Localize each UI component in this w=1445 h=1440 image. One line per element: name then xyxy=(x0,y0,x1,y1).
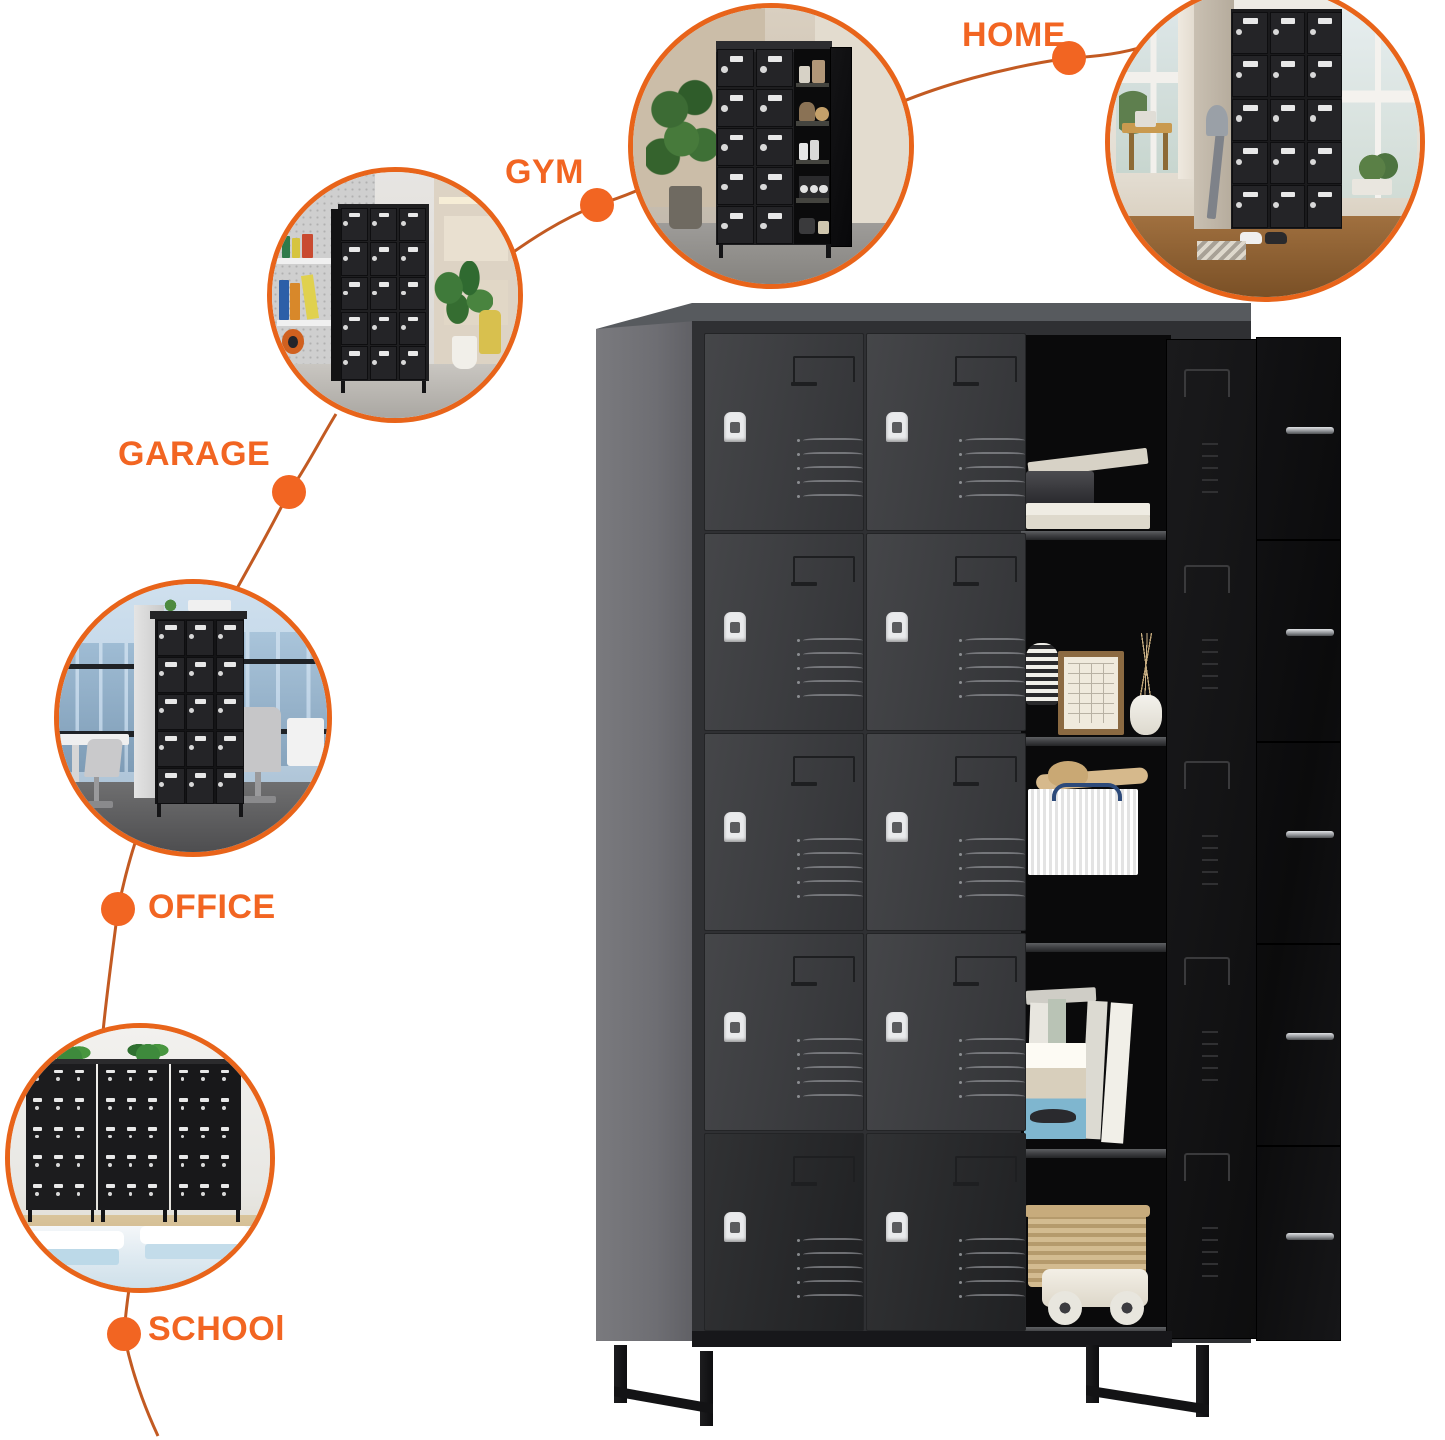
open-door-inner-vents-1 xyxy=(1202,443,1218,503)
shelf-item-box-handle xyxy=(1052,783,1122,801)
door-handle-recess xyxy=(955,356,1017,382)
open-door-inner-handle-2 xyxy=(1184,565,1230,593)
shelf-item-toy-car-wheel-left xyxy=(1048,1291,1082,1325)
open-door-inner-vents-4 xyxy=(1202,1031,1218,1091)
shelf-3 xyxy=(1021,943,1171,952)
cabinet-left-side xyxy=(596,321,696,1341)
door-lock-latch[interactable] xyxy=(724,1012,746,1042)
callout-label-school: SCHOOl xyxy=(148,1310,286,1348)
open-door-inner-handle-4 xyxy=(1184,957,1230,985)
cabinet-leg-back-right xyxy=(1196,1345,1209,1417)
door-lock-latch[interactable] xyxy=(886,612,908,642)
door-lock-latch[interactable] xyxy=(724,812,746,842)
door-handle-lip xyxy=(791,982,817,986)
open-door-inner-handle-1 xyxy=(1184,369,1230,397)
door-handle-recess xyxy=(793,556,855,582)
shelf-item-basket-rim xyxy=(1024,1205,1150,1217)
door-handle-lip xyxy=(953,1182,979,1186)
locker-door-r1c1[interactable] xyxy=(704,333,864,531)
cabinet-base-rail xyxy=(692,1331,1172,1347)
locker-door-r2c2[interactable] xyxy=(866,533,1026,731)
locker-door-r3c2[interactable] xyxy=(866,733,1026,931)
door-handle-lip xyxy=(791,382,817,386)
locker-door-r5c2[interactable] xyxy=(866,1133,1026,1331)
open-door-inner-vents-2 xyxy=(1202,639,1218,699)
door-handle-recess xyxy=(955,1156,1017,1182)
shelf-item-gondola xyxy=(1030,1109,1076,1123)
door-handle-lip xyxy=(953,582,979,586)
shelf-2 xyxy=(1021,737,1171,746)
connector-node-office xyxy=(101,892,135,926)
locker-door-r4c2[interactable] xyxy=(866,933,1026,1131)
door-lock-latch[interactable] xyxy=(886,1012,908,1042)
shelf-item-diffuser-vase xyxy=(1130,695,1162,735)
connector-node-garage xyxy=(272,475,306,509)
open-door-latch-4[interactable] xyxy=(1286,1033,1334,1040)
locker-door-r5c1[interactable] xyxy=(704,1133,864,1331)
open-door-inner-vents-3 xyxy=(1202,835,1218,895)
door-handle-lip xyxy=(953,382,979,386)
callout-bubble-home xyxy=(1105,0,1425,302)
shelf-item-travel-magazine xyxy=(1024,1043,1086,1139)
shelf-item-striped-vase xyxy=(1026,643,1058,705)
shelf-item-white-box xyxy=(1028,789,1138,875)
connector-node-gym xyxy=(580,188,614,222)
door-handle-lip xyxy=(953,782,979,786)
callout-label-garage: GARAGE xyxy=(118,435,271,473)
door-lock-latch[interactable] xyxy=(886,1212,908,1242)
door-lock-latch[interactable] xyxy=(724,1212,746,1242)
door-handle-lip xyxy=(791,582,817,586)
shelf-item-toy-plane-body xyxy=(1048,761,1088,787)
door-lock-latch[interactable] xyxy=(886,812,908,842)
door-handle-recess xyxy=(793,956,855,982)
locker-door-r3c1[interactable] xyxy=(704,733,864,931)
callout-bubble-school xyxy=(5,1023,275,1293)
door-handle-lip xyxy=(953,982,979,986)
locker-door-r1c2[interactable] xyxy=(866,333,1026,531)
door-handle-lip xyxy=(791,782,817,786)
locker-door-r4c1[interactable] xyxy=(704,933,864,1131)
product-locker-cabinet xyxy=(596,303,1341,1426)
callout-label-home: HOME xyxy=(962,16,1066,54)
locker-door-r2c1[interactable] xyxy=(704,533,864,731)
callout-bubble-garage xyxy=(267,167,523,423)
door-handle-recess xyxy=(793,356,855,382)
door-handle-recess xyxy=(955,556,1017,582)
shelf-item-diffuser-sticks xyxy=(1130,633,1164,697)
cabinet-leg-back-left xyxy=(700,1351,713,1426)
shelf-item-book-2 xyxy=(1026,503,1150,517)
connector-node-school xyxy=(107,1317,141,1351)
door-lock-latch[interactable] xyxy=(724,412,746,442)
open-door-latch-1[interactable] xyxy=(1286,427,1334,434)
shelf-4 xyxy=(1021,1149,1171,1158)
door-handle-recess xyxy=(793,756,855,782)
open-door-outer-face[interactable] xyxy=(1256,337,1341,1341)
open-door-inner-handle-3 xyxy=(1184,761,1230,789)
open-door-inner-vents-5 xyxy=(1202,1227,1218,1287)
shelf-item-frame-grid xyxy=(1068,663,1114,723)
door-handle-recess xyxy=(793,1156,855,1182)
open-door-latch-2[interactable] xyxy=(1286,629,1334,636)
door-handle-recess xyxy=(955,956,1017,982)
shelf-1 xyxy=(1021,531,1171,540)
door-lock-latch[interactable] xyxy=(886,412,908,442)
callout-label-office: OFFICE xyxy=(148,888,276,926)
callout-label-gym: GYM xyxy=(505,153,584,191)
door-lock-latch[interactable] xyxy=(724,612,746,642)
connector-node-home xyxy=(1052,41,1086,75)
callout-bubble-gym xyxy=(628,3,914,289)
shelf-item-box-top xyxy=(1026,471,1094,507)
shelf-item-toy-car-wheel-right xyxy=(1110,1291,1144,1325)
door-handle-lip xyxy=(791,1182,817,1186)
door-handle-recess xyxy=(955,756,1017,782)
callout-bubble-office xyxy=(54,579,332,857)
open-door-latch-3[interactable] xyxy=(1286,831,1334,838)
shelf-item-book-3 xyxy=(1026,515,1150,529)
open-door-inner-handle-5 xyxy=(1184,1153,1230,1181)
open-door-latch-5[interactable] xyxy=(1286,1233,1334,1240)
